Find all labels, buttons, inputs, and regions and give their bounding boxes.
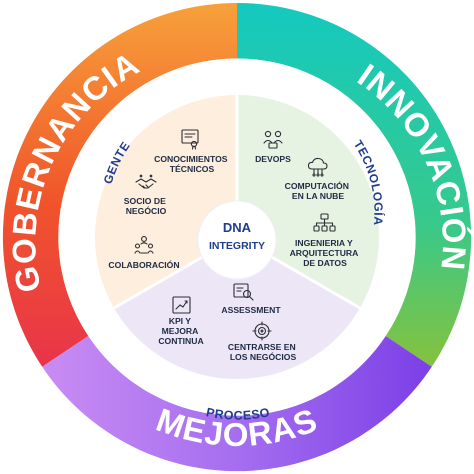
conocimientos-tecnicos-label: CONOCIMIENTOS TÉCNICOS xyxy=(154,154,230,174)
devops-people-icon xyxy=(263,130,283,149)
gente-items: CONOCIMIENTOS TÉCNICOS SOCIO DE NEGÓCIO … xyxy=(108,129,230,270)
colaboracion-label: COLABORACIÓN xyxy=(108,259,179,270)
center-hub: DNA INTEGRITY xyxy=(197,200,277,280)
center-title-line2: INTEGRITY xyxy=(209,240,265,252)
centrarse-en-los-negocios-label: CENTRARSE EN LOS NEGÓCIOS xyxy=(228,342,298,362)
business-focus-icon xyxy=(252,321,272,341)
socio-de-negocio-label: SOCIO DE NEGÓCIO xyxy=(124,196,168,216)
cloud-icon xyxy=(307,157,328,177)
assessment-icon xyxy=(233,283,254,301)
kpi-mejora-continua-label: KPI Y MEJORA CONTINUA xyxy=(158,316,203,346)
kpi-chart-icon xyxy=(172,296,191,314)
assessment-label: ASSESSMENT xyxy=(221,305,281,315)
tecnologia-items: DEVOPS COMPUTACIÓN EN LA NUBE INGENIERIA… xyxy=(255,130,361,268)
computacion-en-la-nube-label: COMPUTACIÓN EN LA NUBE xyxy=(285,180,352,201)
devops-label: DEVOPS xyxy=(255,154,291,164)
mejoras-segment xyxy=(42,336,432,472)
ingenieria-arquitectura-datos-label: INGENIERIA Y ARQUITECTURA DE DATOS xyxy=(290,238,361,268)
proceso-label: PROCESO xyxy=(205,405,271,422)
data-architecture-icon xyxy=(313,213,336,232)
team-icon xyxy=(134,236,154,254)
handshake-icon xyxy=(135,174,157,189)
innovacion-segment xyxy=(237,2,472,367)
certificate-icon xyxy=(181,129,199,150)
center-title-line1: DNA xyxy=(223,220,252,235)
proceso-items: ASSESSMENT KPI Y MEJORA CONTINUA CENTRAR… xyxy=(158,283,298,362)
gobernancia-segment xyxy=(2,2,238,367)
